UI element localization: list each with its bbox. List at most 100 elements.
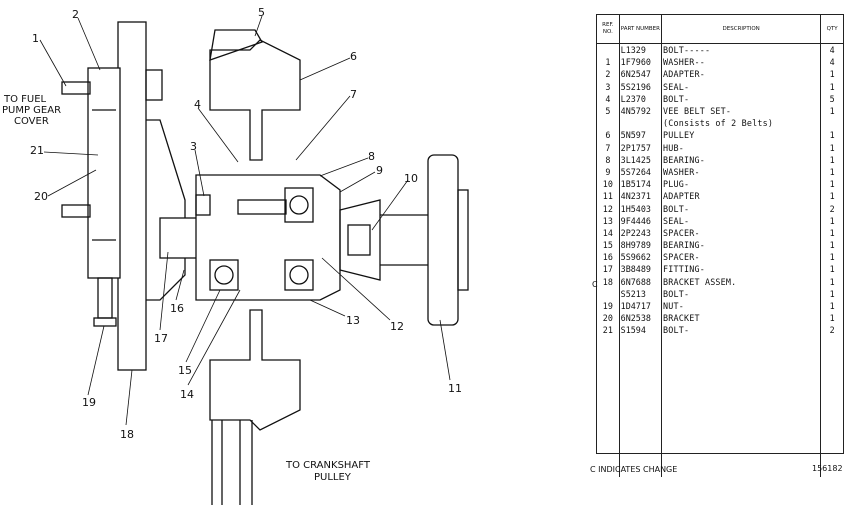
parts-cell-desc: BOLT- <box>661 287 822 300</box>
parts-cell-part: 1B5174 <box>619 178 663 191</box>
parts-cell-ref: 5 <box>597 104 620 118</box>
callout-16: 16 <box>170 302 184 315</box>
parts-cell-ref <box>597 43 620 57</box>
parts-cell-qty: 4 <box>829 45 835 56</box>
parts-cell-qty: 1 <box>829 154 835 165</box>
callout-9: 9 <box>376 164 383 177</box>
parts-cell-part: 1F7960 <box>619 56 663 69</box>
label-crankshaft-line-2: PULLEY <box>314 472 352 483</box>
parts-cell-ref: 4 <box>597 92 620 105</box>
parts-cell-qty: 1 <box>829 166 835 177</box>
callout-3: 3 <box>190 140 197 153</box>
parts-filler-cell <box>619 336 663 477</box>
parts-cell-qty: 1 <box>829 215 835 226</box>
parts-filler-cell <box>821 337 843 477</box>
hub-housing <box>195 174 341 301</box>
parts-cell-desc: WASHER-- <box>661 56 822 69</box>
header-description: DESCRIPTION <box>661 15 822 44</box>
bolt-left-lower <box>61 204 91 218</box>
callout-6: 6 <box>350 50 357 63</box>
parts-cell-qty <box>821 117 843 129</box>
parts-filler-row <box>597 336 843 477</box>
bearing-8 <box>284 187 314 223</box>
bolt-1 <box>61 81 91 95</box>
label-crankshaft-line-1: TO CRANKSHAFT <box>285 460 371 471</box>
spacer-14 <box>237 199 287 215</box>
parts-cell-qty: 1 <box>829 130 835 141</box>
parts-cell-qty: 1 <box>829 81 835 92</box>
callout-8: 8 <box>368 150 375 163</box>
callout-10: 10 <box>404 172 418 185</box>
callout-5: 5 <box>258 6 265 19</box>
callout-13: 13 <box>346 314 360 327</box>
label-fuel-pump-line-3: COVER <box>14 116 49 127</box>
parts-cell-part: 6N2547 <box>619 68 663 81</box>
adapter-11-flange <box>427 154 459 326</box>
plug-10 <box>347 224 371 256</box>
parts-cell-desc: PULLEY <box>661 129 822 142</box>
callout-15: 15 <box>178 364 192 377</box>
callout-4: 4 <box>194 98 201 111</box>
parts-cell-desc: HUB- <box>661 141 822 154</box>
parts-cell-part: 5N597 <box>619 129 663 142</box>
parts-cell-qty: 4 <box>829 57 835 68</box>
exploded-view-drawing: 1 2 3 4 5 6 7 8 9 10 11 12 13 14 15 16 1… <box>2 6 469 505</box>
vee-belt-top <box>209 29 263 61</box>
parts-cell-ref: 11 <box>597 190 620 203</box>
parts-cell-desc: BOLT- <box>661 202 822 215</box>
bolt-19 <box>97 277 113 319</box>
parts-cell-part: 1H5403 <box>619 202 663 215</box>
label-fuel-pump-line-2: PUMP GEAR <box>2 105 61 116</box>
parts-cell-desc: PLUG- <box>661 178 822 191</box>
parts-cell-part <box>619 117 663 130</box>
parts-cell-qty: 1 <box>829 227 835 238</box>
parts-cell-desc: ADAPTER- <box>661 68 822 81</box>
parts-cell-ref: 9 <box>597 165 620 179</box>
parts-cell-qty: 1 <box>829 276 835 287</box>
parts-cell-ref: 19 <box>597 299 620 313</box>
parts-cell-part: 6N7688 <box>619 275 663 288</box>
adapter-block <box>87 67 121 279</box>
parts-cell-part: 8H9789 <box>619 239 663 252</box>
parts-cell-desc: FITTING- <box>661 263 822 276</box>
header-part-number: PART NUMBER <box>619 15 663 44</box>
callout-2: 2 <box>72 8 79 21</box>
parts-cell-part: S5213 <box>619 287 663 300</box>
change-note: C INDICATES CHANGE <box>590 465 678 474</box>
parts-list-table: REF. NO. PART NUMBER DESCRIPTION QTY L13… <box>596 14 844 477</box>
parts-cell-part: L1329 <box>619 43 663 57</box>
parts-row: (Consists of 2 Belts) <box>597 117 843 130</box>
parts-cell-ref: 20 <box>597 312 620 325</box>
callout-20: 20 <box>34 190 48 203</box>
parts-cell-ref: 1 <box>597 56 620 69</box>
parts-cell-part: 9F4446 <box>619 214 663 227</box>
parts-cell-ref: 21 <box>597 324 620 337</box>
parts-cell-ref: 15 <box>597 239 620 252</box>
parts-cell-qty: 1 <box>829 288 835 299</box>
parts-cell-ref: 16 <box>597 251 620 264</box>
parts-cell-desc: ADAPTER <box>661 190 822 203</box>
label-fuel-pump-line-1: TO FUEL <box>3 94 47 105</box>
parts-cell-ref: 12 <box>597 202 620 215</box>
parts-filler-cell <box>661 336 822 477</box>
parts-cell-ref: 10 <box>597 178 620 191</box>
bolt-top-plate <box>145 69 163 101</box>
parts-cell-part: 6N2538 <box>619 312 663 325</box>
drawing-number: 156182 <box>812 464 843 473</box>
